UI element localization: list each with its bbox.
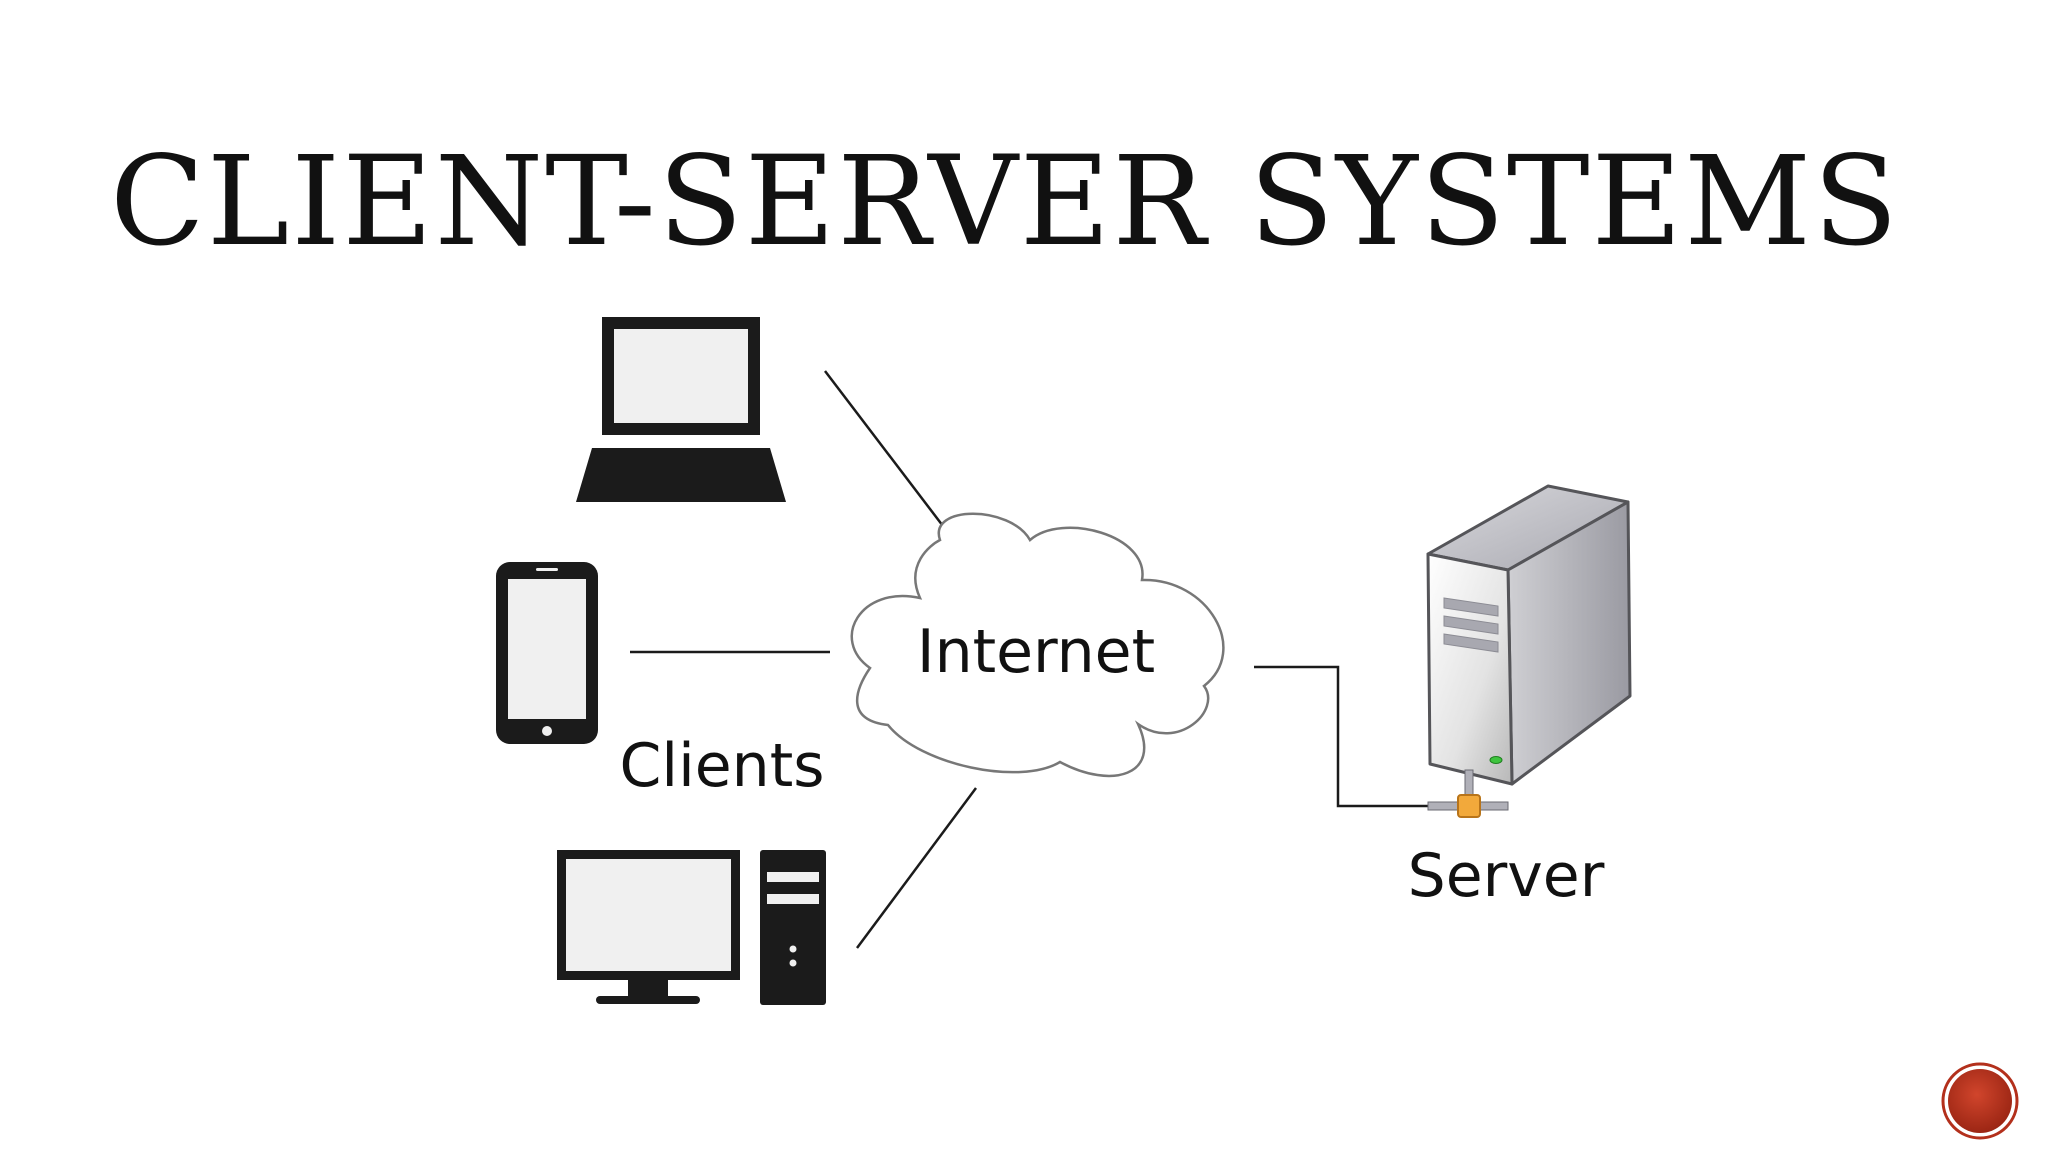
laptop-icon	[576, 317, 786, 502]
cloud-label: Internet	[917, 617, 1155, 687]
connection-lines	[630, 370, 1428, 949]
smartphone-icon	[496, 562, 598, 744]
server-tower-icon	[1426, 484, 1632, 818]
network-connector-icon	[1427, 769, 1509, 818]
slide-title: CLIENT-SERVER SYSTEMS	[110, 130, 1900, 274]
desktop-computer-icon	[557, 850, 826, 1005]
desktop-connection	[855, 787, 978, 949]
clients-label: Clients	[620, 731, 825, 801]
laptop-connection	[824, 370, 947, 531]
slide-nav-button[interactable]	[1941, 1062, 2019, 1140]
server-connection	[1254, 665, 1428, 808]
cloud-icon	[850, 512, 1225, 778]
server-label: Server	[1408, 841, 1605, 911]
